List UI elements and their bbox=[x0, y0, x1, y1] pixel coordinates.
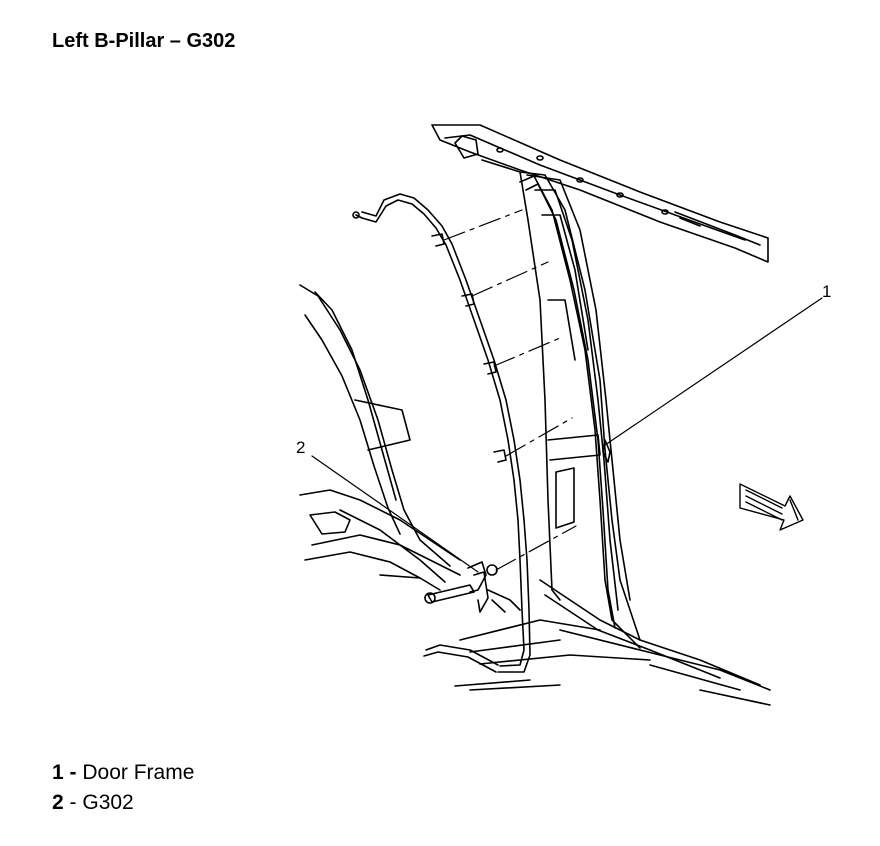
alignment-lines bbox=[443, 209, 577, 571]
legend-item-g302: 2 - G302 bbox=[52, 788, 194, 818]
legend-text: G302 bbox=[82, 791, 134, 814]
ground-harness bbox=[352, 193, 531, 673]
legend-separator: - bbox=[63, 761, 83, 784]
door-frame bbox=[519, 175, 641, 649]
legend-separator: - bbox=[63, 791, 83, 814]
legend: 1 - Door Frame 2 - G302 bbox=[52, 758, 194, 818]
floor-sill bbox=[454, 619, 771, 706]
g302-ground-bolt bbox=[424, 561, 521, 613]
callout-1-number: 1 bbox=[822, 282, 831, 301]
callout-leaders bbox=[311, 297, 823, 573]
legend-text: Door Frame bbox=[82, 761, 195, 784]
roof-rail bbox=[431, 124, 769, 263]
legend-number: 2 bbox=[52, 791, 64, 814]
door-opening bbox=[299, 284, 461, 591]
callout-2-number: 2 bbox=[296, 438, 305, 457]
callout-2-leader bbox=[311, 455, 479, 573]
b-pillar bbox=[481, 159, 761, 686]
legend-item-door-frame: 1 - Door Frame bbox=[52, 758, 194, 788]
page-title: Left B-Pillar – G302 bbox=[52, 30, 236, 52]
front-direction-arrow-icon bbox=[739, 483, 804, 531]
callout-1-leader bbox=[604, 297, 823, 446]
legend-number: 1 bbox=[52, 761, 64, 784]
